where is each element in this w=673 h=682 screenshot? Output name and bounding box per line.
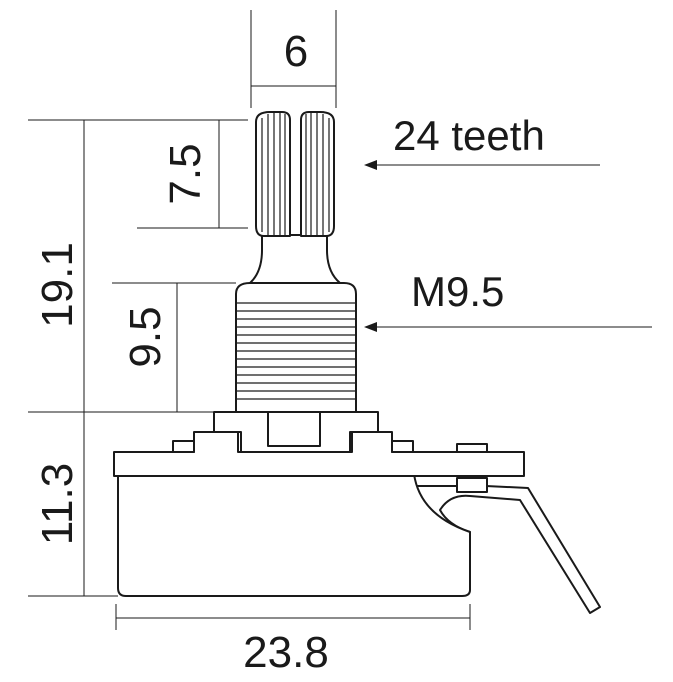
dim-total-height: 19.1 [33,242,82,328]
dim-bushing-height: 9.5 [121,306,170,367]
potentiometer-part [113,111,601,614]
callout-thread: M9.5 [411,268,504,315]
dimension-lines [28,10,652,630]
body-can [117,473,471,597]
dimension-labels: 6 7.5 19.1 9.5 11.3 23.8 24 teeth M9.5 [33,27,545,677]
knurled-shaft-left [255,111,291,237]
knurl-lines [261,113,330,235]
dim-body-height: 11.3 [33,463,82,545]
dim-shaft-width: 6 [284,27,308,76]
dim-body-width: 23.8 [243,628,329,677]
thread-lines [236,302,356,400]
threaded-bushing [235,282,357,413]
dim-knurl-height: 7.5 [161,143,210,204]
shaft-neck [249,234,341,284]
callout-teeth: 24 teeth [393,112,545,159]
